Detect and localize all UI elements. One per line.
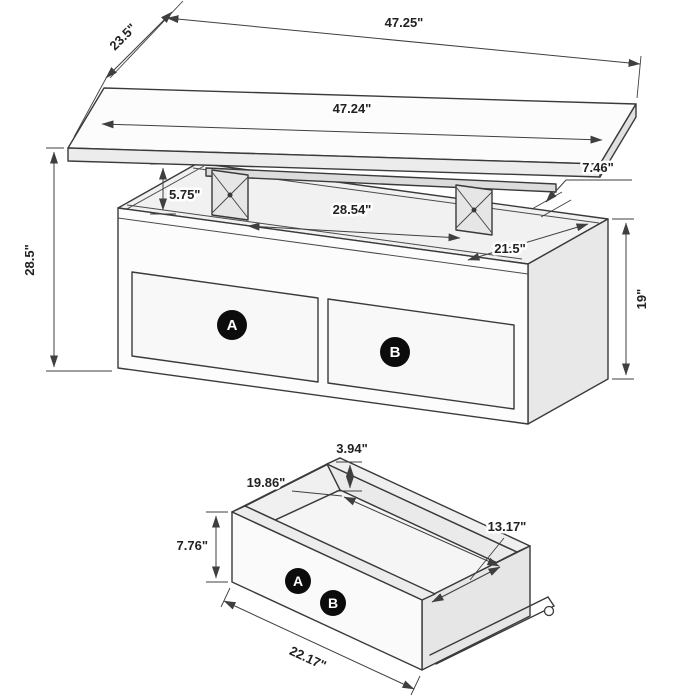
dim-opening-width: 28.54": [247, 200, 461, 242]
dim-interior-depth-label: 13.17": [488, 519, 527, 534]
dim-drawer-width-label: 22.17": [287, 643, 328, 673]
drawer-view-b-label: B: [328, 595, 338, 611]
drawer-view-b-badge: B: [320, 590, 346, 616]
dim-interior-width: 19.86": [244, 473, 500, 567]
dim-overall-height: 28.5": [22, 147, 112, 372]
rim-front-thickness-edge: [117, 217, 529, 275]
scissor-hinge-left: [211, 169, 249, 221]
dim-left-lift-gap-label: 5.75": [169, 187, 200, 202]
scissor-hinge-right: [455, 184, 493, 236]
hinge-pivot: [471, 207, 477, 213]
dim-back-height-label: 3.94": [336, 441, 367, 456]
dim-base-height-label: 19": [634, 289, 649, 310]
dim-opening-depth-label: 21.5": [494, 241, 525, 256]
drawer-b-badge: B: [380, 337, 410, 367]
dim-overall-width: 47.25": [109, 0, 642, 99]
dim-right-lift-gap-label: 7.46": [582, 160, 613, 175]
dim-base-height: 19": [612, 218, 649, 380]
dim-interior-width-label: 19.86": [247, 475, 286, 490]
coffee-table-view: A B 47.25" 23.5" 47.24" 7.46": [22, 0, 649, 425]
dim-overall-height-label: 28.5": [22, 244, 37, 275]
tabletop-right-edge: [599, 103, 637, 178]
dim-left-lift-gap: 5.75": [150, 163, 203, 215]
drawer-view-a-label: A: [293, 573, 303, 589]
dim-opening-depth: 21.5": [467, 223, 589, 261]
drawer-a-label: A: [227, 317, 238, 334]
dim-interior-depth: 13.17": [431, 517, 529, 603]
dim-front-height: 7.76": [177, 511, 228, 583]
hinge-pivot: [227, 192, 233, 198]
dim-front-height-label: 7.76": [177, 538, 208, 553]
dim-opening-width-label: 28.54": [333, 202, 372, 217]
dim-top-depth-label: 23.5": [106, 20, 139, 53]
dim-top-width-label: 47.24": [333, 101, 372, 116]
drawer-view-a-badge: A: [285, 568, 311, 594]
rail-roller: [543, 605, 555, 617]
drawer-b-front: [327, 298, 515, 410]
dim-back-height: 3.94": [334, 439, 370, 492]
drawer-slide-rail: [429, 596, 555, 665]
drawer-view: A B 3.94" 19.86" 13.17" 7.76": [177, 439, 555, 696]
drawer-a-badge: A: [217, 310, 247, 340]
dim-right-lift-gap: 7.46": [531, 158, 632, 218]
dim-top-width: 47.24": [101, 99, 603, 144]
dim-overall-width-label: 47.25": [385, 15, 424, 30]
drawer-b-label: B: [390, 344, 401, 361]
